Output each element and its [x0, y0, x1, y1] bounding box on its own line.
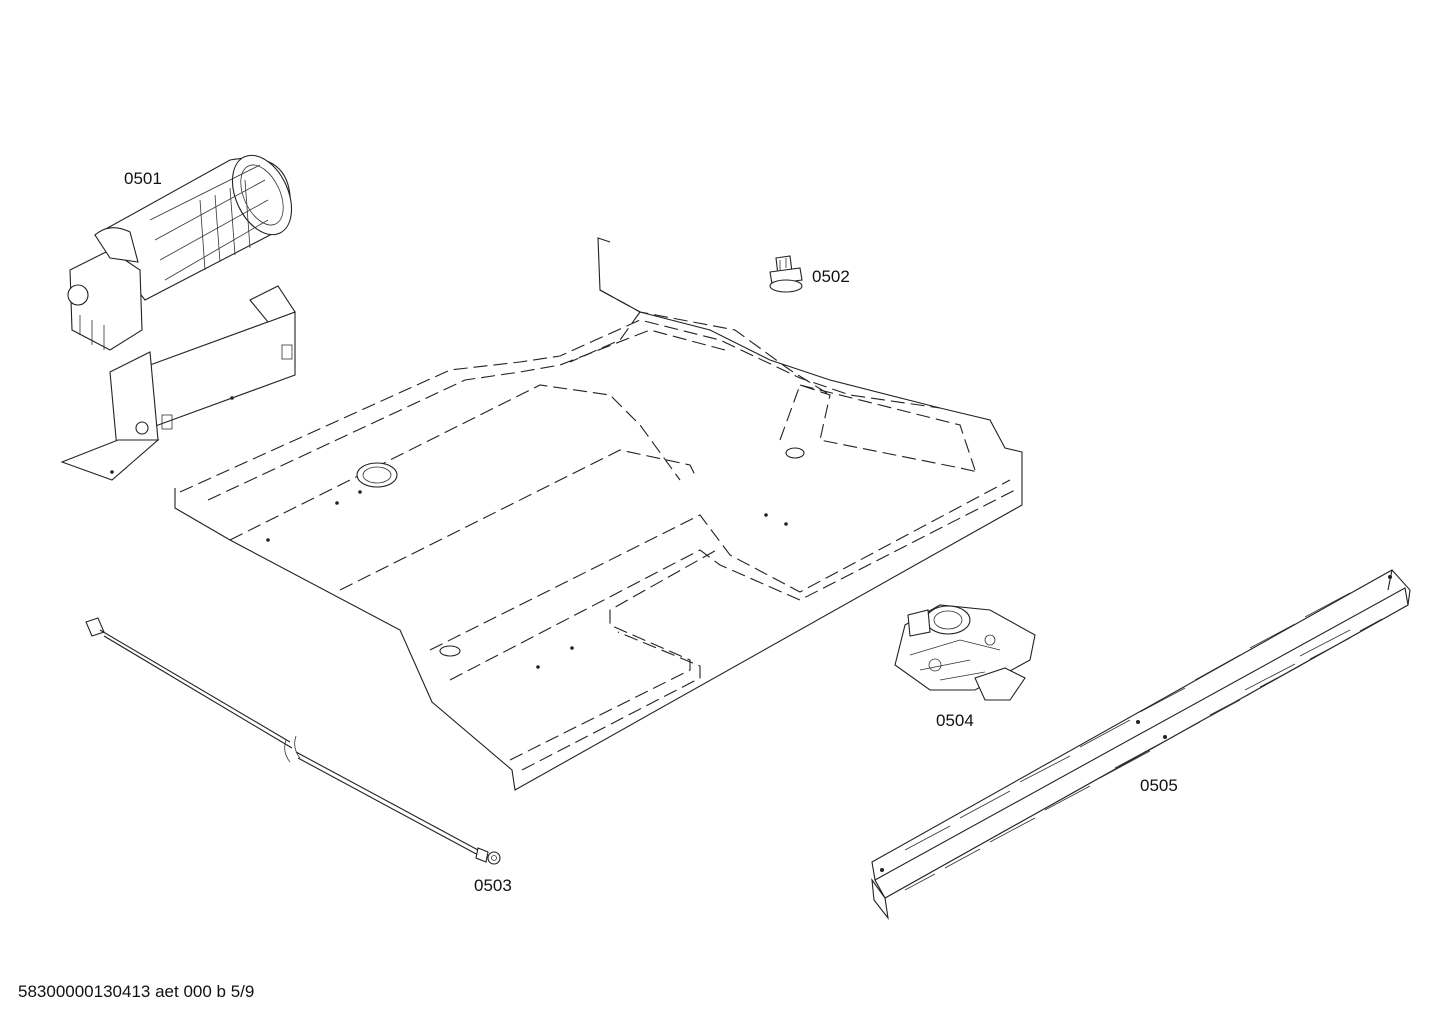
drawing-reference: 58300000130413 aet 000 b 5/9	[18, 982, 255, 1001]
part-label-0505: 0505	[1140, 776, 1178, 795]
earth-cable-icon[interactable]	[85, 617, 501, 865]
part-label-0501: 0501	[124, 169, 162, 188]
part-label-0504: 0504	[936, 711, 974, 730]
door-lock-motor-icon[interactable]	[894, 604, 1036, 701]
part-label-0503: 0503	[474, 876, 512, 895]
bracket-icon	[60, 285, 296, 481]
oven-floor-panel-icon	[174, 237, 1023, 791]
blower-fan-icon[interactable]	[67, 146, 303, 351]
vent-slots	[904, 592, 1383, 891]
ventilation-strip-icon[interactable]	[871, 569, 1411, 920]
part-label-0502: 0502	[812, 267, 850, 286]
thermostat-icon[interactable]	[769, 255, 803, 293]
